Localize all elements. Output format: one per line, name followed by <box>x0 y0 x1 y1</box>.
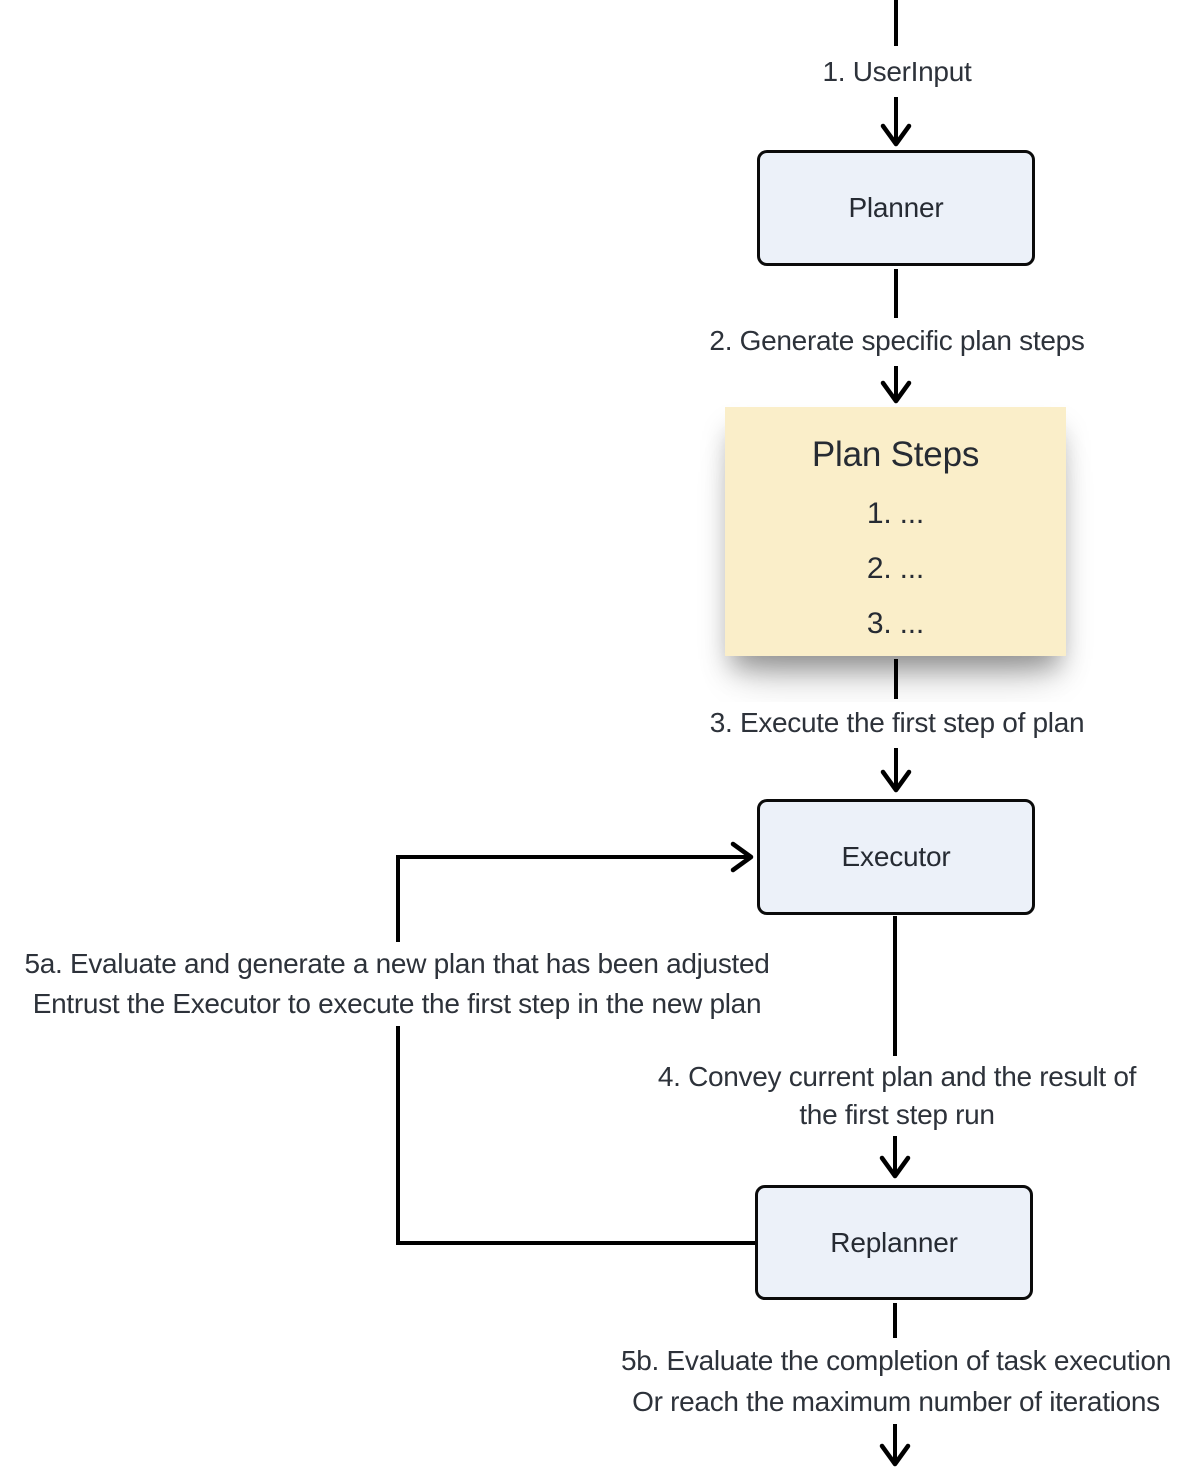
edge-label-replan-loop: 5a. Evaluate and generate a new plan tha… <box>16 942 778 1026</box>
executor-node: Executor <box>757 799 1035 915</box>
replanner-node: Replanner <box>755 1185 1033 1300</box>
plan-step-item: 1. ... <box>866 497 925 530</box>
planner-label: Planner <box>848 192 944 223</box>
plan-step-item: 3. ... <box>866 607 925 640</box>
edge-label-replan-line1: 5a. Evaluate and generate a new plan tha… <box>24 948 770 979</box>
edge-label-generate-plan: 2. Generate specific plan steps <box>701 320 1093 362</box>
plan-steps-list: 1. ... 2. ... 3. ... <box>725 486 1066 651</box>
edge-label-replan-line2: Entrust the Executor to execute the firs… <box>32 988 762 1019</box>
executor-label: Executor <box>841 841 951 872</box>
edge-label-convey-result: 4. Convey current plan and the result of… <box>649 1056 1145 1136</box>
plan-step-item: 2. ... <box>866 552 925 585</box>
plan-steps-node: Plan Steps 1. ... 2. ... 3. ... <box>725 407 1066 656</box>
edge-label-finish: 5b. Evaluate the completion of task exec… <box>613 1338 1179 1424</box>
edge-label-finish-line2: Or reach the maximum number of iteration… <box>632 1386 1160 1417</box>
replanner-label: Replanner <box>830 1226 958 1258</box>
edge-replan-loop-arrow <box>396 841 755 1245</box>
edge-label-execute-first: 3. Execute the first step of plan <box>701 702 1093 744</box>
planner-node: Planner <box>757 150 1035 266</box>
edge-label-user-input: 1. UserInput <box>814 51 980 93</box>
edge-label-convey-line1: 4. Convey current plan and the result of <box>657 1061 1137 1092</box>
plan-steps-title: Plan Steps <box>811 435 980 474</box>
edge-label-finish-line1: 5b. Evaluate the completion of task exec… <box>621 1345 1171 1376</box>
edge-label-convey-line2: the first step run <box>799 1099 995 1130</box>
